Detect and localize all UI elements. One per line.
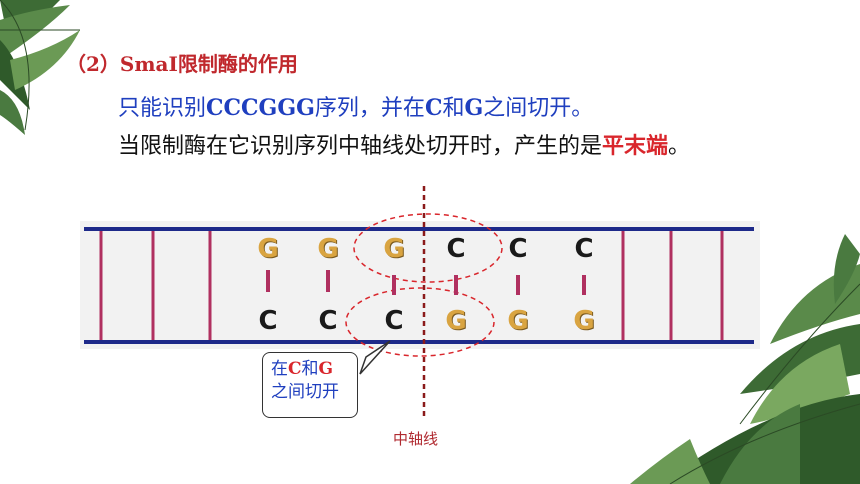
callout-line-2: 之间切开 — [271, 382, 339, 402]
base-pair-bond — [326, 270, 330, 292]
top-cut-site-ellipse — [353, 213, 503, 283]
bottom-base-1: C — [258, 306, 278, 336]
cut-position-callout: 在C和G 之间切开 — [262, 352, 358, 418]
palm-leaf-top-left-decoration — [0, 0, 80, 135]
slide-heading: （2）SmaI限制酶的作用 — [66, 48, 298, 77]
top-base-2: G — [317, 234, 339, 264]
heading-number: （2） — [66, 52, 120, 76]
line2-text-a: 当限制酶在它识别序列中轴线处切开时，产生的是 — [118, 134, 603, 159]
central-axis-label: 中轴线 — [393, 430, 439, 448]
callout-pointer — [359, 340, 391, 375]
base-pair-bond — [392, 275, 396, 295]
callout-text-and: 和 — [301, 359, 319, 379]
top-base-3: G — [383, 234, 405, 264]
callout-base-c: C — [288, 359, 302, 379]
outer-rungs — [99, 231, 724, 340]
line1-text-g: 之间切开。 — [483, 96, 594, 121]
palm-leaf-bottom-right-decoration — [630, 234, 860, 484]
bottom-cut-site-ellipse — [345, 287, 495, 357]
base-c-label: C — [424, 95, 443, 121]
bottom-base-2: C — [318, 306, 338, 336]
blunt-end-sentence: 当限制酶在它识别序列中轴线处切开时，产生的是平末端。 — [118, 128, 690, 160]
recognition-sentence: 只能识别CCCGGG序列，并在C和G之间切开。 — [118, 90, 593, 122]
blunt-end-term: 平末端 — [602, 133, 669, 159]
diagram-background — [80, 221, 760, 349]
line2-text-c: 。 — [668, 134, 691, 159]
base-pair-bond — [516, 275, 520, 295]
callout-line-1: 在C和G — [271, 358, 357, 381]
base-pair-bond — [582, 275, 586, 295]
bottom-base-6: G — [573, 306, 595, 336]
top-base-5: C — [508, 234, 528, 264]
bottom-base-5: G — [507, 306, 529, 336]
recognition-sequence: CCCGGG — [206, 95, 315, 121]
base-g-label: G — [464, 95, 484, 121]
line1-text-a: 只能识别 — [118, 96, 207, 121]
callout-base-g: G — [318, 359, 334, 379]
top-base-6: C — [574, 234, 594, 264]
bottom-base-4: G — [445, 306, 467, 336]
heading-title: SmaI限制酶的作用 — [119, 52, 298, 76]
top-base-4: C — [446, 234, 466, 264]
top-base-1: G — [257, 234, 279, 264]
base-pair-bond — [266, 270, 270, 292]
line1-text-e: 和 — [442, 96, 465, 121]
bottom-base-3: C — [384, 306, 404, 336]
line1-text-c: 序列，并在 — [314, 96, 425, 121]
callout-text-a: 在 — [271, 359, 288, 379]
base-pair-bond — [454, 275, 458, 295]
